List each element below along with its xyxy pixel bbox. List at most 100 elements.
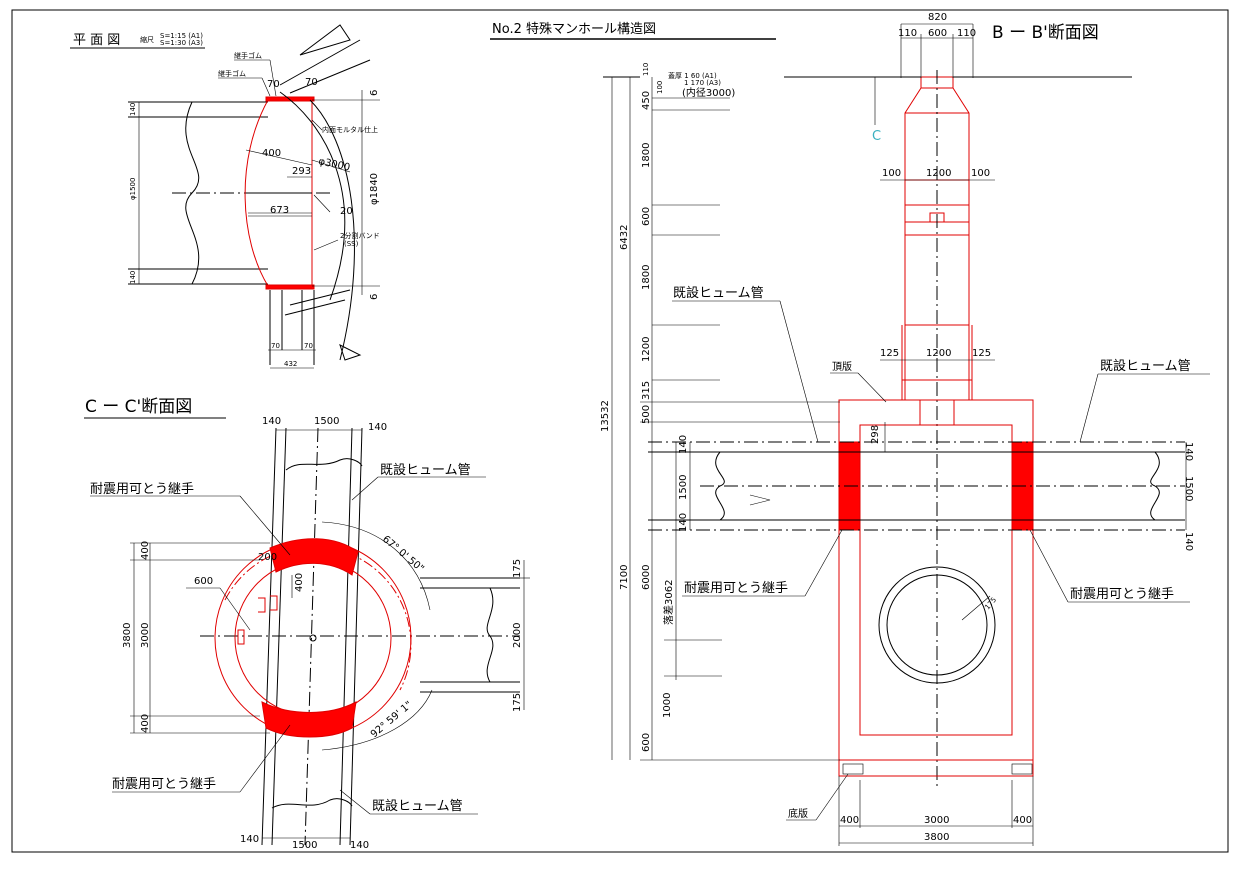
cc-joint-top: 耐震用可とう継手 bbox=[90, 482, 194, 497]
bb-cover-2: 1 170 (A3) bbox=[684, 79, 721, 87]
cc-dim-175-top: 175 bbox=[512, 559, 523, 578]
bb-bottom-3800: 3800 bbox=[924, 832, 949, 843]
cc-dim-2000: 2000 bbox=[512, 623, 523, 648]
drawing-title: No.2 特殊マンホール構造図 bbox=[492, 22, 656, 37]
cc-angle-bottom: 92° 59' 1" bbox=[369, 699, 415, 740]
bb-bottom-400-left: 400 bbox=[840, 815, 859, 826]
bb-v-500: 500 bbox=[641, 405, 652, 424]
bb-v-6432: 6432 bbox=[619, 225, 630, 250]
bb-v-6000: 6000 bbox=[641, 565, 652, 590]
bb-left-1500: 1500 bbox=[678, 475, 689, 500]
cc-angle-top: 67° 0' 50" bbox=[380, 534, 426, 575]
bb-left-140-top: 140 bbox=[678, 435, 689, 454]
bb-dim-110-left: 110 bbox=[898, 28, 917, 39]
cc-dim-175-bottom: 175 bbox=[512, 693, 523, 712]
plan-dim-293: 293 bbox=[292, 166, 311, 177]
cc-dim-600: 600 bbox=[194, 576, 213, 587]
plan-joint-rubber-1: 継手ゴム bbox=[234, 51, 262, 60]
bb-cover-1: 蓋厚 1 60 (A1) bbox=[668, 71, 717, 80]
plan-dim-20: 20 bbox=[340, 206, 353, 217]
bb-c-mark: C bbox=[872, 129, 881, 144]
cc-dim-140-bottom-right: 140 bbox=[350, 840, 369, 851]
bb-v-13532: 13532 bbox=[600, 400, 611, 432]
section-cc-title: C ー C'断面図 bbox=[85, 397, 192, 417]
plan-dim-432: 432 bbox=[284, 360, 297, 368]
cc-existing-pipe-bottom: 既設ヒューム管 bbox=[372, 798, 463, 814]
bb-dim-820: 820 bbox=[928, 12, 947, 23]
cc-dim-140-bottom-left: 140 bbox=[240, 834, 259, 845]
plan-dim-phi1840: φ1840 bbox=[369, 173, 380, 205]
cc-dim-140-top-right: 140 bbox=[368, 422, 387, 433]
bb-h-100-right: 100 bbox=[971, 168, 990, 179]
plan-dim-140-top: 140 bbox=[129, 103, 137, 116]
cc-joint-bottom: 耐震用可とう継手 bbox=[112, 777, 216, 792]
bb-bottom-400-right: 400 bbox=[1013, 815, 1032, 826]
bb-v-7100: 7100 bbox=[619, 565, 630, 590]
cc-dim-140-top-left: 140 bbox=[262, 416, 281, 427]
bb-bottom-3000: 3000 bbox=[924, 815, 949, 826]
cc-dim-400-bottom: 400 bbox=[140, 714, 151, 733]
section-bb-title: B ー B'断面図 bbox=[992, 23, 1099, 43]
bb-v-1000: 1000 bbox=[662, 693, 673, 718]
plan-band-ss: (SS) bbox=[344, 240, 359, 248]
plan-scale-a3: S=1:30 (A3) bbox=[160, 39, 203, 47]
bb-existing-pipe-left: 既設ヒューム管 bbox=[673, 285, 764, 301]
plan-dim-6-bottom: 6 bbox=[369, 294, 380, 300]
bb-v-1200: 1200 bbox=[641, 337, 652, 362]
cc-dim-3800: 3800 bbox=[122, 623, 133, 648]
plan-dim-673: 673 bbox=[270, 205, 289, 216]
bb-inner-dia: (内径3000) bbox=[682, 86, 735, 99]
cc-dim-400-inner: 400 bbox=[294, 573, 305, 592]
bb-right-140-bottom: 140 bbox=[1183, 532, 1194, 551]
bb-dim-298: 298 bbox=[870, 425, 881, 444]
cc-dim-400-top: 400 bbox=[140, 541, 151, 560]
plan-joint-rubber-2: 継手ゴム bbox=[218, 69, 246, 78]
bb-dim-175: 175 bbox=[983, 596, 998, 611]
bb-v-100: 100 bbox=[656, 81, 664, 94]
plan-dim-phi1500: φ1500 bbox=[129, 178, 137, 200]
bb-h-125-right: 125 bbox=[972, 348, 991, 359]
cc-dim-1500-bottom: 1500 bbox=[292, 840, 317, 851]
bb-left-140-bottom: 140 bbox=[678, 513, 689, 532]
cc-existing-pipe-top: 既設ヒューム管 bbox=[380, 462, 471, 478]
bb-dim-110-right: 110 bbox=[957, 28, 976, 39]
bb-v-drop: 落差3062 bbox=[662, 580, 675, 625]
plan-view-title: 平 面 図 bbox=[73, 33, 120, 48]
plan-band: 2分割バンド bbox=[340, 231, 380, 240]
cc-dim-200: 200 bbox=[258, 552, 277, 563]
bb-v-600: 600 bbox=[641, 207, 652, 226]
plan-dim-70-top-right: 70 bbox=[305, 77, 318, 88]
plan-dim-140-bottom: 140 bbox=[129, 271, 137, 284]
drawing-frame bbox=[11, 9, 1229, 853]
bb-joint-right: 耐震用可とう継手 bbox=[1070, 587, 1174, 602]
bb-v-1800-mid: 1800 bbox=[641, 265, 652, 290]
plan-dim-400: 400 bbox=[262, 148, 281, 159]
plan-dim-70-bottom-left: 70 bbox=[271, 342, 280, 350]
plan-dim-70-bottom-right: 70 bbox=[304, 342, 313, 350]
bb-h-1200-upper: 1200 bbox=[926, 168, 951, 179]
bb-h-125-left: 125 bbox=[880, 348, 899, 359]
bb-right-1500: 1500 bbox=[1183, 476, 1194, 501]
bb-bottom-slab: 底版 bbox=[788, 807, 808, 820]
bb-joint-left: 耐震用可とう継手 bbox=[684, 581, 788, 596]
bb-v-315: 315 bbox=[641, 381, 652, 400]
plan-view: φ1500 140 140 継手ゴム bbox=[128, 24, 380, 369]
bb-h-100-left: 100 bbox=[882, 168, 901, 179]
section-bb: 820 110 600 110 蓋厚 1 60 (A1) 1 170 (A3) … bbox=[600, 12, 1210, 846]
plan-scale-a1: S=1:15 (A1) bbox=[160, 32, 203, 40]
section-cc: 140 1500 140 既設ヒューム管 耐震用可とう継手 200 400 67… bbox=[90, 416, 530, 851]
bb-existing-pipe-right: 既設ヒューム管 bbox=[1100, 358, 1191, 374]
bb-v-450: 450 bbox=[641, 91, 652, 110]
plan-dim-6-top: 6 bbox=[369, 90, 380, 96]
bb-dim-600-top: 600 bbox=[928, 28, 947, 39]
bb-v-110: 110 bbox=[642, 63, 650, 76]
bb-right-140-top: 140 bbox=[1183, 442, 1194, 461]
plan-scale-label: 縮尺 bbox=[140, 35, 154, 44]
bb-top-slab: 頂版 bbox=[832, 360, 852, 373]
bb-v-1800-top: 1800 bbox=[641, 143, 652, 168]
cc-dim-3000: 3000 bbox=[140, 623, 151, 648]
plan-mortar-finish: 内面モルタル仕上 bbox=[322, 125, 378, 134]
bb-h-1200-lower: 1200 bbox=[926, 348, 951, 359]
